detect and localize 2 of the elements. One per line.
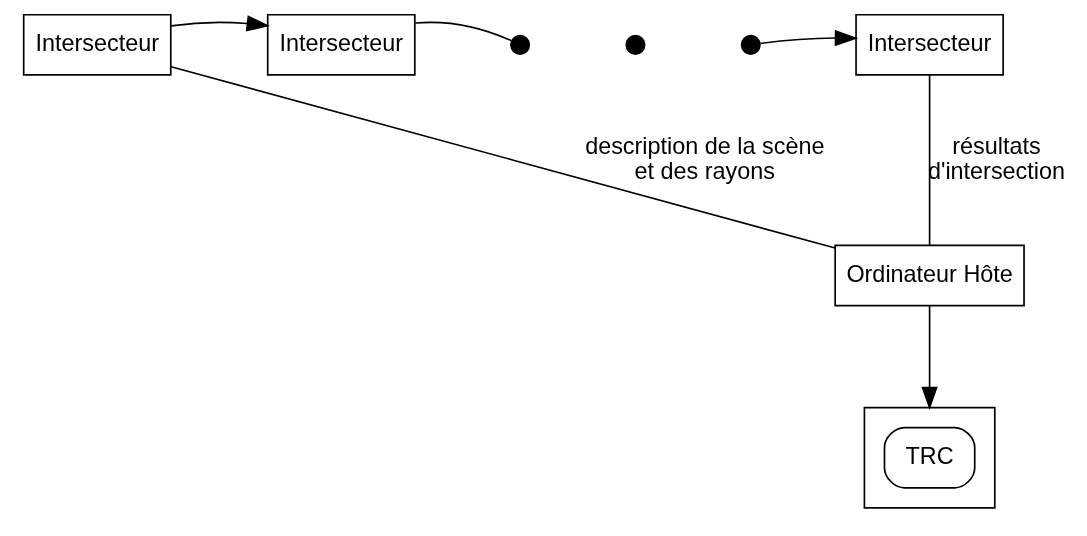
edge-label: description de la scène et des rayons <box>585 132 825 184</box>
edge-label: résultats d'intersection <box>927 132 1065 184</box>
